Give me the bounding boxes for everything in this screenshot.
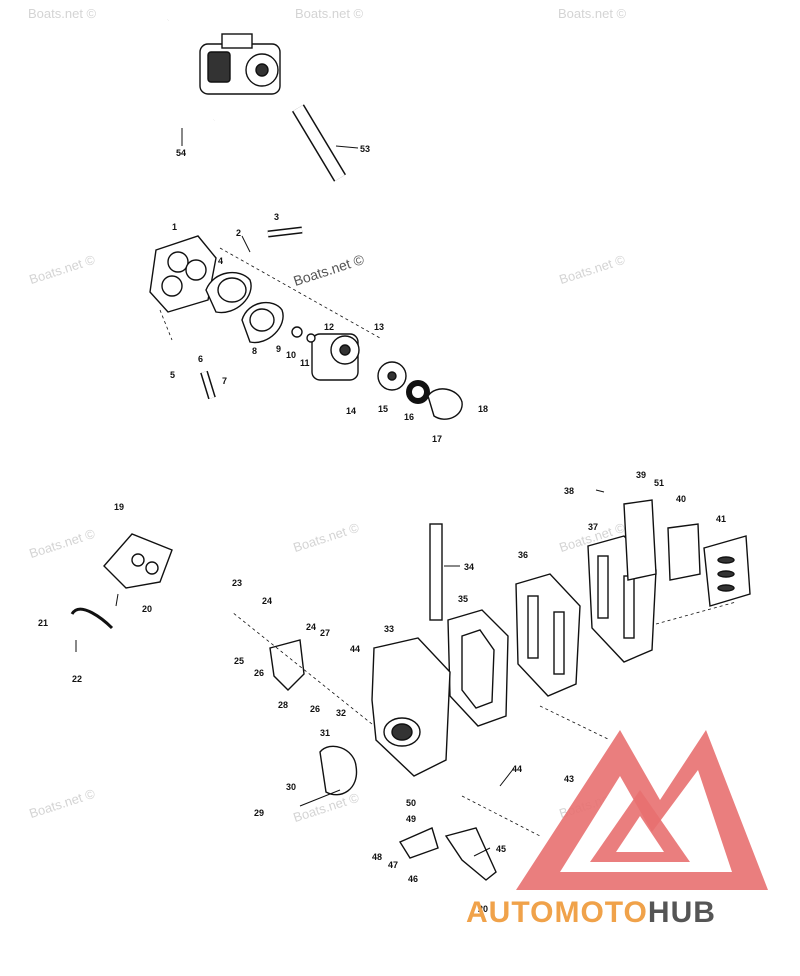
part-label: 12 [324,322,334,332]
part-label: 39 [636,470,646,480]
part-label: 8 [252,346,257,356]
part-labels: 1 2 3 4 5 6 7 8 9 10 11 12 13 14 15 16 1… [38,144,726,914]
part-label: 23 [232,578,242,588]
part-label: 49 [406,814,416,824]
logo-text-part1: AUTOMOTO [466,896,648,929]
part-label: 34 [464,562,474,572]
part-label: 11 [300,358,310,368]
part-label: 24 [262,596,272,606]
part-label: 24 [306,622,316,632]
part-label: 44 [512,764,522,774]
part-label: 4 [218,256,223,266]
part-label: 13 [374,322,384,332]
watermark: Boats.net © [295,6,364,21]
part-label: 43 [564,774,574,784]
part-label: 38 [564,486,574,496]
part-label: 47 [388,860,398,870]
part-label: 46 [408,874,418,884]
part-label: 40 [676,494,686,504]
part-label: 22 [72,674,82,684]
part-label: 37 [588,522,598,532]
intake-assembly [231,499,751,881]
part-label: 6 [198,354,203,364]
part-label: 27 [320,628,330,638]
part-label: 7 [222,376,227,386]
part-label: 1 [172,222,177,232]
part-label: 44 [350,644,360,654]
part-label: 14 [346,406,356,416]
part-label: 28 [278,700,288,710]
part-label: 50 [406,798,416,808]
part-label: 36 [518,550,528,560]
part-label: 18 [478,404,488,414]
part-label: 2 [236,228,241,238]
part-label: 25 [234,656,244,666]
part-label: 16 [404,412,414,422]
fuel-pump-assembly [162,18,347,182]
part-label: 35 [458,594,468,604]
pump-plate-assembly [149,226,463,420]
part-label: 9 [276,344,281,354]
part-label: 32 [336,708,346,718]
watermark: Boats.net © [28,6,97,21]
part-label: 45 [496,844,506,854]
watermark: Boats.net © [558,6,627,21]
part-label: 3 [274,212,279,222]
part-label: 33 [384,624,394,634]
part-label: 41 [716,514,726,524]
part-label: 30 [286,782,296,792]
part-label: 31 [320,728,330,738]
part-label: 51 [654,478,664,488]
bracket-assembly [70,533,173,652]
logo-text-part2: HUB [647,896,716,929]
part-label: 5 [170,370,175,380]
part-label: 10 [286,350,296,360]
part-label: 29 [254,808,264,818]
part-label: 48 [372,852,382,862]
part-label: 54 [176,148,186,158]
automotohub-logo [516,730,768,890]
logo-text: AUTOMOTOHUB [466,896,716,930]
part-label: 53 [360,144,370,154]
part-label: 20 [478,904,488,914]
part-label: 26 [310,704,320,714]
part-label: 17 [432,434,442,444]
part-label: 20 [142,604,152,614]
part-label: 15 [378,404,388,414]
leader-lines [181,128,605,857]
part-label: 21 [38,618,48,628]
part-label: 26 [254,668,264,678]
part-label: 19 [114,502,124,512]
